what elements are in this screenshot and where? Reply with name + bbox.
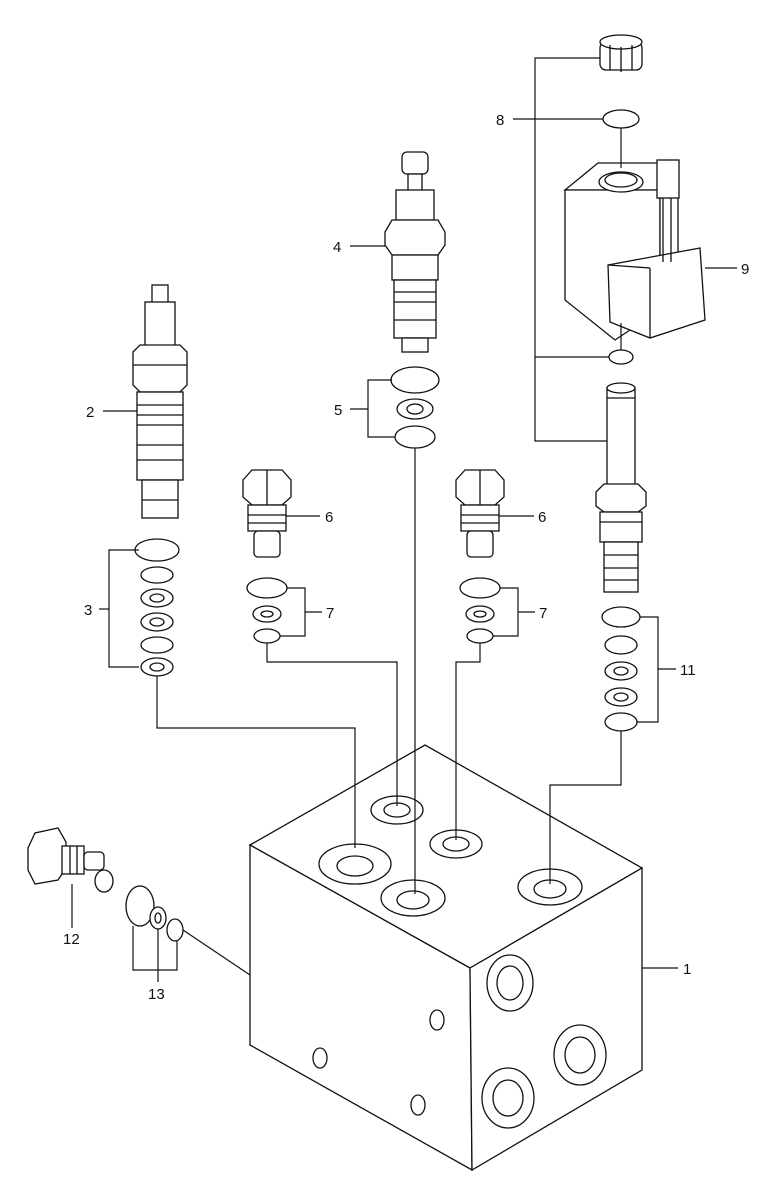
callout-5: 5	[334, 402, 342, 419]
seal-kit-part-5	[390, 366, 440, 449]
seal-kit-part-3	[134, 538, 180, 677]
callout-1: 1	[683, 961, 691, 978]
callout-6-right: 6	[538, 509, 546, 526]
valve-block-part-1	[248, 744, 644, 1172]
callout-7-left: 7	[326, 605, 334, 622]
seal-kit-part-7-left	[246, 577, 288, 644]
callout-6-left: 6	[325, 509, 333, 526]
leader-lines	[71, 57, 737, 982]
plug-part-6-left	[242, 469, 292, 558]
o-ring-part-8	[602, 109, 640, 129]
solenoid-coil-part-9	[563, 159, 706, 341]
coil-nut	[599, 34, 643, 72]
plug-part-12	[27, 827, 114, 893]
callout-12: 12	[63, 931, 80, 948]
callout-7-right: 7	[539, 605, 547, 622]
seal-kit-part-11	[601, 606, 641, 732]
callout-2: 2	[86, 404, 94, 421]
callout-4: 4	[333, 239, 341, 256]
callout-8: 8	[496, 112, 504, 129]
seal-kit-part-7-right	[459, 577, 501, 644]
callout-9: 9	[741, 261, 749, 278]
solenoid-valve-stem	[595, 382, 647, 593]
valve-part-4	[384, 151, 446, 353]
plug-part-6-right	[455, 469, 505, 558]
callout-13: 13	[148, 986, 165, 1003]
callout-11: 11	[680, 662, 696, 679]
callout-3: 3	[84, 602, 92, 619]
seal-kit-part-13	[125, 885, 184, 942]
o-ring-coil	[608, 349, 634, 365]
cartridge-valve-part-2	[132, 284, 188, 519]
